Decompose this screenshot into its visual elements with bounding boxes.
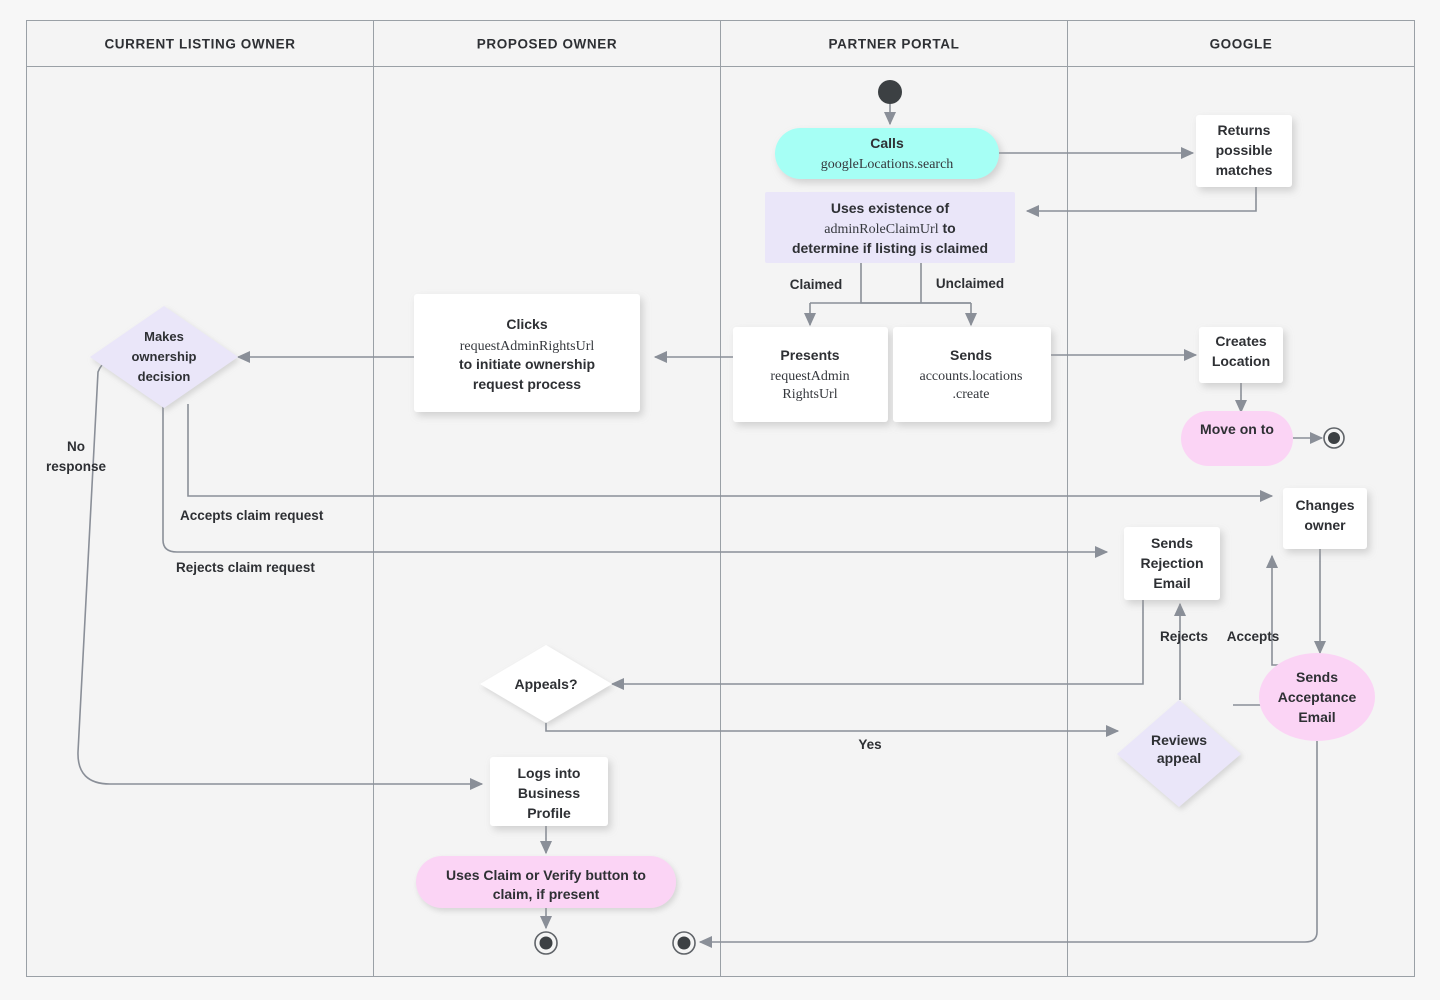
- lane-title-current-listing-owner: CURRENT LISTING OWNER: [104, 37, 295, 52]
- node-clicks-line3: to initiate ownership: [459, 356, 595, 372]
- node-presents-line2: requestAdmin: [770, 369, 849, 384]
- node-uses-claim-or-verify-button[interactable]: [416, 856, 676, 908]
- node-uses-existence-admin-role-claim-url[interactable]: [765, 192, 1015, 263]
- node-acceptanceemail-line1: Sends: [1296, 669, 1338, 685]
- node-createslocation-line1: Creates: [1215, 333, 1267, 349]
- lane-header-partner-portal: [720, 20, 1068, 67]
- node-returns-possible-matches[interactable]: [1196, 115, 1292, 187]
- end-state-partner-portal: [672, 931, 696, 955]
- node-reviews-appeal[interactable]: [1117, 700, 1241, 807]
- node-decision-line1: Makes: [144, 329, 184, 344]
- node-rejectionemail-line1: Sends: [1151, 535, 1193, 551]
- edge-acceptanceemail-to-end: [698, 740, 1318, 948]
- edge-label-unclaimed: Unclaimed: [936, 276, 1004, 291]
- node-sends-accounts-locations-create[interactable]: [893, 327, 1051, 422]
- edge-label-no-response-line2: response: [46, 459, 107, 474]
- node-presents-line1: Presents: [780, 347, 839, 363]
- node-calls-line2: googleLocations.search: [821, 157, 954, 172]
- node-decision-line3: decision: [138, 369, 191, 384]
- edge-returns-to-uses: [1025, 187, 1257, 217]
- edge-decision-accepts-to-changesowner: [187, 404, 1274, 502]
- node-reviewsappeal-line1: Reviews: [1151, 732, 1207, 748]
- node-clicks-request-admin-rights-url[interactable]: [414, 294, 640, 412]
- node-move-on-to[interactable]: [1181, 411, 1293, 466]
- node-changesowner-line1: Changes: [1295, 497, 1354, 513]
- end-state-google: [1323, 427, 1345, 449]
- node-returns-line1: Returns: [1218, 122, 1271, 138]
- node-sendscreate-line3: .create: [953, 387, 990, 402]
- node-logs-into-business-profile[interactable]: [490, 757, 608, 826]
- edge-appeals-yes-to-reviewsappeal: [545, 721, 1120, 737]
- edge-rejectionemail-to-appeals: [610, 600, 1144, 690]
- node-logsinto-line2: Business: [518, 785, 580, 801]
- node-creates-location[interactable]: [1199, 327, 1283, 383]
- node-appeals-label: Appeals?: [514, 676, 577, 692]
- node-rejectionemail-line2: Rejection: [1140, 555, 1203, 571]
- lane-title-partner-portal: PARTNER PORTAL: [829, 37, 960, 52]
- lane-header-proposed-owner: [373, 20, 721, 67]
- start-state-partner-portal: [878, 80, 902, 104]
- node-sendscreate-line2: accounts.locations: [919, 369, 1022, 384]
- node-usesclaim-line2: claim, if present: [493, 886, 600, 902]
- node-clicks-line2: requestAdminRightsUrl: [460, 339, 595, 354]
- node-presents-request-admin-rights-url[interactable]: [733, 327, 888, 422]
- lane-body-current-listing-owner: [26, 66, 374, 977]
- node-returns-line2: possible: [1216, 142, 1273, 158]
- node-changes-owner[interactable]: [1283, 488, 1367, 549]
- node-logsinto-line1: Logs into: [518, 765, 581, 781]
- node-createslocation-line2: Location: [1212, 353, 1270, 369]
- edge-label-accepts: Accepts: [1227, 629, 1280, 644]
- node-changesowner-line2: owner: [1304, 517, 1346, 533]
- node-clicks-line1: Clicks: [506, 316, 547, 332]
- node-acceptanceemail-line3: Email: [1298, 709, 1335, 725]
- node-sends-acceptance-email[interactable]: [1259, 653, 1375, 741]
- end-state-proposed-owner: [534, 931, 558, 955]
- node-calls-line1: Calls: [870, 135, 904, 151]
- node-reviewsappeal-line2: appeal: [1157, 750, 1201, 766]
- node-calls-google-locations-search[interactable]: [775, 128, 999, 179]
- node-sendscreate-line1: Sends: [950, 347, 992, 363]
- node-clicks-line4: request process: [473, 376, 581, 392]
- node-logsinto-line3: Profile: [527, 805, 571, 821]
- node-presents-line3: RightsUrl: [782, 387, 837, 402]
- node-rejectionemail-line3: Email: [1153, 575, 1190, 591]
- edge-layer: [77, 104, 1326, 948]
- node-makes-ownership-decision[interactable]: [90, 306, 238, 408]
- node-moveonto-label: Move on to: [1200, 421, 1274, 437]
- node-uses-line1: Uses existence of: [831, 200, 950, 216]
- node-uses-line3: determine if listing is claimed: [792, 240, 988, 256]
- edge-label-rejects-claim-request: Rejects claim request: [176, 560, 315, 575]
- node-uses-line2-mono: adminRoleClaimUrl: [824, 222, 938, 237]
- lane-header-current-listing-owner: [26, 20, 374, 67]
- node-returns-line3: matches: [1216, 162, 1273, 178]
- node-uses-line2: adminRoleClaimUrl to: [824, 220, 955, 237]
- node-sends-rejection-email[interactable]: [1124, 527, 1220, 600]
- node-decision-line2: ownership: [131, 349, 196, 364]
- node-acceptanceemail-line2: Acceptance: [1278, 689, 1357, 705]
- node-uses-line2-tail: to: [939, 220, 956, 236]
- node-appeals-decision[interactable]: [480, 645, 612, 723]
- lane-header-google: [1067, 20, 1415, 67]
- edge-label-rejects: Rejects: [1160, 629, 1208, 644]
- edge-label-accepts-claim-request: Accepts claim request: [180, 508, 324, 523]
- node-usesclaim-line1: Uses Claim or Verify button to: [446, 867, 646, 883]
- edge-label-no-response-line1: No: [67, 439, 85, 454]
- lane-body-proposed-owner: [373, 66, 721, 977]
- edge-label-yes: Yes: [858, 737, 881, 752]
- edge-decision-rejects-to-rejectionemail: [162, 404, 1109, 558]
- edge-label-claimed: Claimed: [790, 277, 843, 292]
- lane-title-proposed-owner: PROPOSED OWNER: [477, 37, 617, 52]
- lane-title-google: GOOGLE: [1210, 37, 1273, 52]
